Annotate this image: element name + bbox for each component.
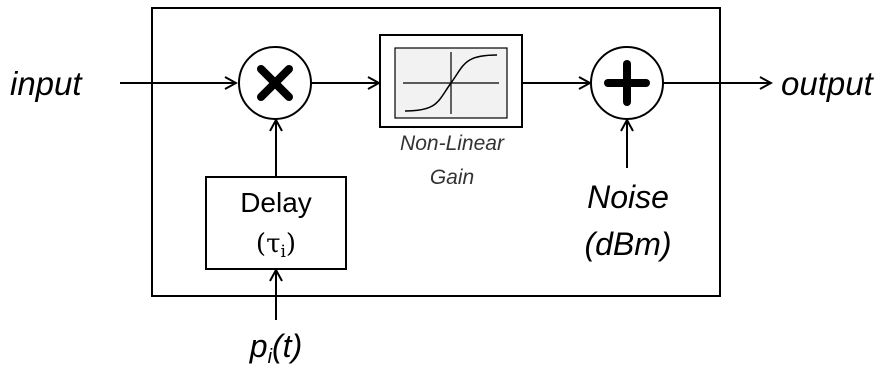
plus-icon [604,60,650,106]
delay-block: Delay (τi) [205,176,347,270]
noise-label-line2: (dBm) [584,226,671,262]
system-boundary-box [151,7,721,297]
output-label: output [781,65,875,102]
noise-label-line1: Noise [587,179,669,215]
multiplier-node [238,46,312,120]
gain-label-line1: Non-Linear [400,132,505,155]
sigmoid-curve-icon [403,52,499,114]
input-label: input [10,65,83,102]
gain-label-line2: Gain [430,166,474,189]
nonlinear-gain-block [379,34,523,128]
multiply-icon [257,65,293,101]
adder-node [590,46,664,120]
delay-title: Delay [240,187,312,218]
delay-parameter: (τi) [256,229,296,262]
signal-label: pi(t) [249,328,302,368]
